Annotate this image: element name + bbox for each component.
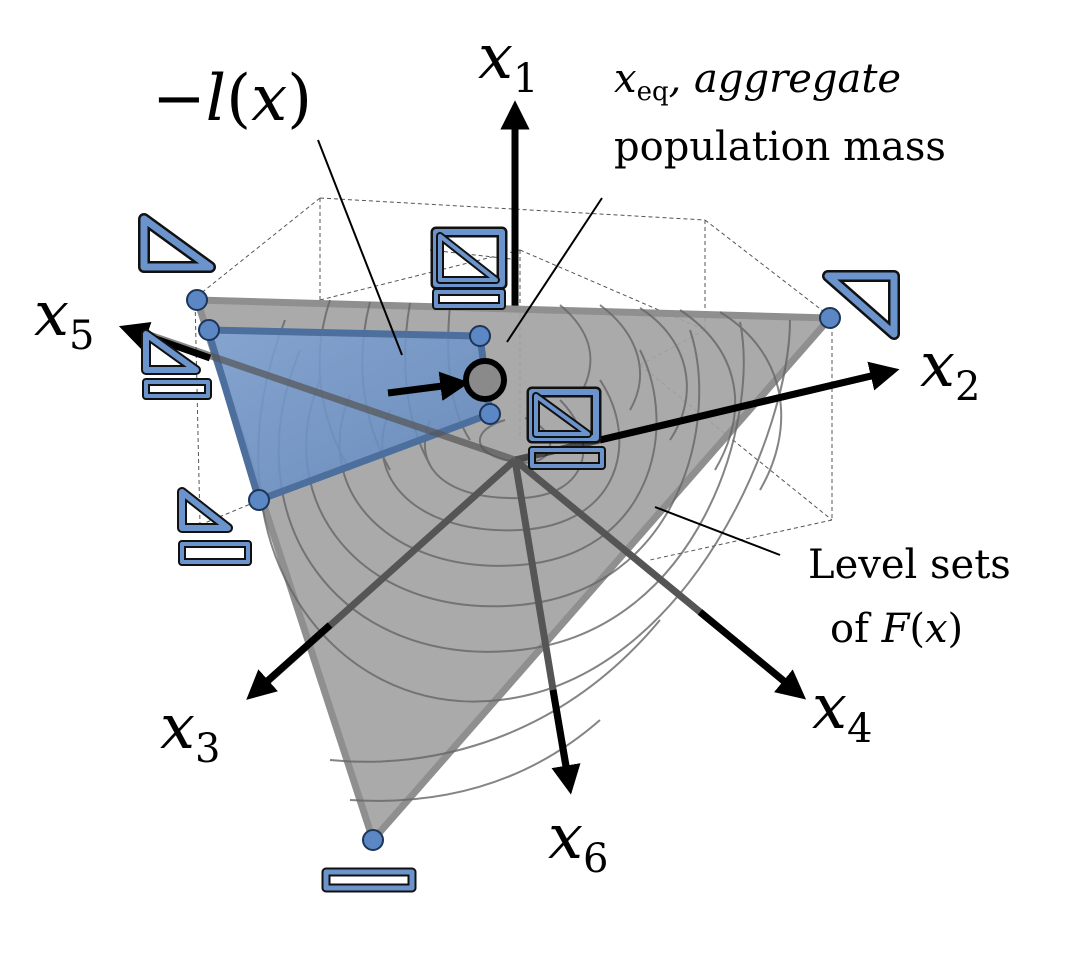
axis-label-x2: x2 [920,328,980,410]
neg-l-label: −l(x) [152,62,312,136]
vertex-x5 [186,289,208,311]
right-triangle-icon [822,270,900,340]
axis-label-x5: x5 [34,277,94,359]
strategy-icons [138,213,900,893]
square-triangle-bar-icon [430,226,508,310]
vertex-bottom [362,829,384,851]
vertex-region-bottom-left [248,489,270,511]
triangle-icon [138,213,216,273]
triangle-bar-icon-lower [177,487,252,566]
level-sets-label-line1: Level sets [808,542,1011,588]
vertex-region-bottom-right [479,403,501,425]
leader-lines [317,139,781,556]
square-triangle-bar-icon-center [526,386,606,470]
xeq-label-line2: population mass [614,124,946,170]
equilibrium-point [463,358,507,402]
level-sets-label-line2: of F(x) [830,606,963,652]
vertex-x2 [819,307,841,329]
triangle-bar-icon [141,329,212,400]
axis-label-x6: x6 [548,800,608,882]
xeq-label-line1: xeq, aggregate [614,56,901,107]
vertex-dots [186,289,841,851]
bar-icon [321,867,417,893]
eq-pointer-arrow [387,371,470,401]
axis-label-x1: x1 [478,20,538,102]
vertex-region-top-right [469,325,491,347]
vertex-region-top-left [198,319,220,341]
axis-label-x4: x4 [812,670,872,752]
axis-label-x3: x3 [160,690,220,772]
